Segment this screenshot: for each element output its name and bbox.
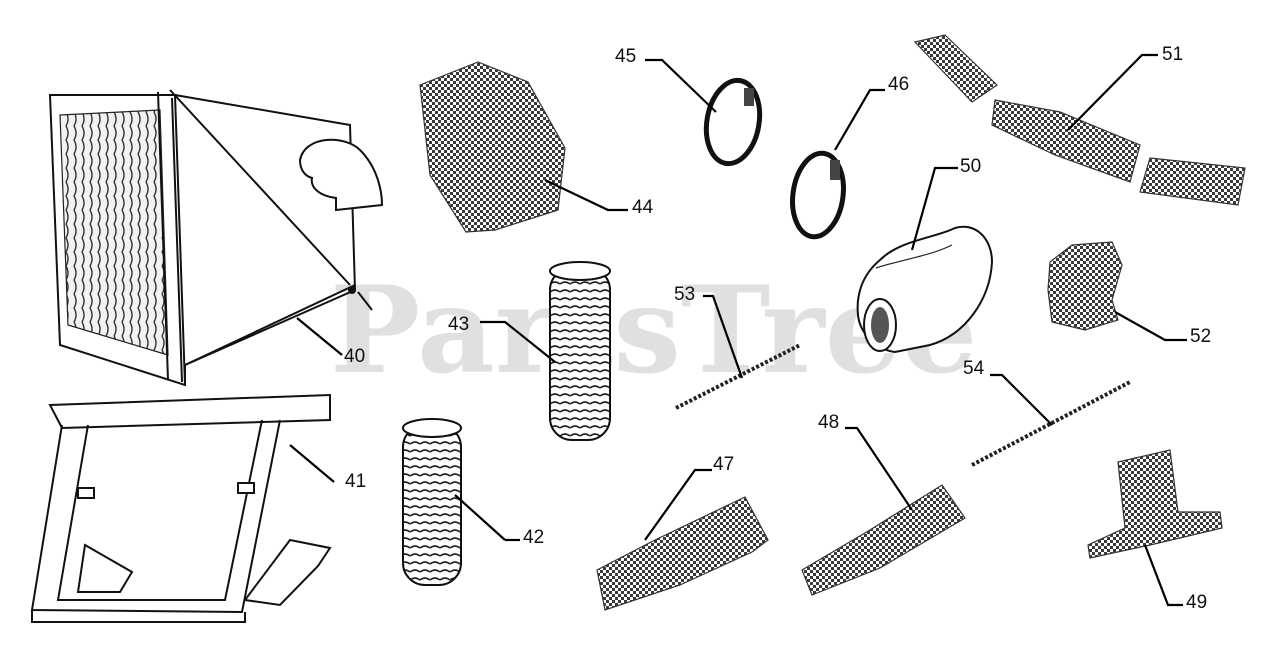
- base-frame-plate: [76, 543, 134, 593]
- part-49-label: 49: [1186, 592, 1207, 613]
- part-50-label: 50: [960, 156, 981, 177]
- bracket-47-body: [596, 496, 769, 611]
- part-44-leader: [544, 179, 628, 212]
- part-54-leader: [990, 373, 1053, 426]
- part-47-bracket[interactable]: 47: [596, 454, 769, 611]
- part-45-hose-clamp[interactable]: 45: [615, 46, 766, 168]
- hopper-pin: [348, 286, 356, 294]
- part-45-label: 45: [615, 46, 636, 67]
- part-52-label: 52: [1190, 326, 1211, 347]
- strap-51-b: [991, 99, 1141, 183]
- strap-51-a: [913, 34, 998, 103]
- bracket-49-body: [1087, 449, 1223, 559]
- part-53-rod[interactable]: 53: [674, 284, 801, 410]
- part-53-leader: [703, 294, 744, 379]
- hopper-brace: [169, 89, 351, 286]
- part-41-leader: [289, 444, 335, 483]
- hose-42-body: [402, 424, 462, 586]
- part-47-leader: [644, 468, 712, 541]
- hose-43-body: [549, 267, 611, 441]
- part-44-mesh-panel[interactable]: 44: [419, 61, 654, 233]
- base-frame-clip: [237, 482, 255, 494]
- part-48-bracket[interactable]: 48: [801, 412, 966, 596]
- part-40-label: 40: [344, 346, 365, 367]
- patch-52-body: [1047, 241, 1123, 331]
- part-41-label: 41: [345, 471, 366, 492]
- mesh-44-body: [419, 61, 566, 233]
- part-47-label: 47: [713, 454, 734, 475]
- bracket-48-body: [801, 484, 966, 596]
- part-41-base-frame[interactable]: 41: [30, 393, 366, 623]
- part-46-label: 46: [888, 74, 909, 95]
- part-42-label: 42: [523, 527, 544, 548]
- part-45-leader: [645, 58, 717, 113]
- part-43-flexible-hose[interactable]: 43: [448, 261, 611, 441]
- hose-42-end: [402, 418, 462, 438]
- strap-51-c: [1139, 157, 1246, 206]
- part-48-label: 48: [818, 412, 839, 433]
- part-51-leader: [1067, 53, 1158, 131]
- part-50-leader: [910, 166, 958, 251]
- part-43-leader: [480, 320, 556, 363]
- part-51-label: 51: [1162, 44, 1183, 65]
- part-42-leader: [454, 494, 506, 541]
- hopper-top-rail: [174, 94, 356, 291]
- part-40-leader: [296, 317, 343, 356]
- base-frame-bracket: [243, 538, 332, 607]
- part-46-leader: [834, 88, 885, 151]
- part-53-label: 53: [674, 284, 695, 305]
- hose-43-end: [549, 261, 611, 281]
- part-54-label: 54: [963, 358, 985, 379]
- hopper-chute: [298, 138, 384, 212]
- part-51-strap-set[interactable]: 51: [913, 34, 1246, 206]
- rod-53-body: [675, 343, 801, 410]
- part-48-leader: [845, 426, 913, 511]
- hopper-post: [157, 91, 169, 381]
- clamp-46-screw: [830, 160, 840, 180]
- part-49-bracket[interactable]: 49: [1087, 449, 1223, 613]
- clamp-46-band: [790, 150, 846, 240]
- part-42-flexible-hose[interactable]: 42: [402, 418, 544, 586]
- clamp-45-screw: [744, 88, 754, 106]
- clamp-45-band: [703, 77, 763, 167]
- part-52-leader: [1114, 311, 1187, 342]
- part-50-elbow-adapter[interactable]: 50: [856, 156, 994, 354]
- hopper-grille: [59, 109, 169, 356]
- part-40-hopper-frame[interactable]: 40: [48, 89, 384, 387]
- base-frame-top-bar: [48, 393, 331, 430]
- part-44-label: 44: [632, 197, 654, 218]
- part-52-mesh-patch[interactable]: 52: [1047, 241, 1211, 347]
- part-43-label: 43: [448, 314, 469, 335]
- part-49-leader: [1143, 544, 1183, 607]
- part-54-rod[interactable]: 54: [963, 358, 1131, 467]
- part-46-hose-clamp[interactable]: 46: [787, 74, 909, 240]
